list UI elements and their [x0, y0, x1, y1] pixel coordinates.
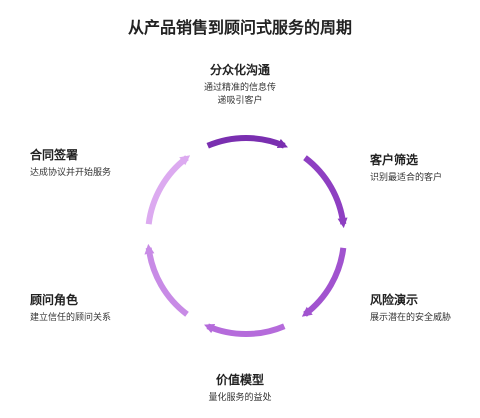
step-5-desc: 建立信任的顾问关系 — [30, 312, 150, 325]
step-3-label: 风险演示 — [370, 293, 419, 307]
step-3: 风险演示 展示潜在的安全威胁 — [370, 292, 478, 325]
step-4: 价值模型 量化服务的益处 — [180, 372, 300, 405]
step-4-label: 价值模型 — [215, 373, 264, 387]
step-2: 客户筛选 识别最适合的客户 — [370, 152, 478, 185]
step-2-label: 客户筛选 — [370, 153, 419, 167]
step-5-desc-line-1: 建立信任的顾问关系 — [30, 313, 112, 323]
step-6-desc: 达成协议并开始服务 — [30, 167, 150, 180]
step-5: 顾问角色 建立信任的顾问关系 — [30, 292, 150, 325]
step-1-desc: 通过精准的信息传 递吸引客户 — [180, 82, 300, 108]
step-2-desc-line-1: 识别最适合的客户 — [370, 173, 443, 183]
step-1: 分众化沟通 通过精准的信息传 递吸引客户 — [180, 62, 300, 108]
step-1-desc-line-2: 递吸引客户 — [217, 96, 263, 106]
step-6-desc-line-1: 达成协议并开始服务 — [30, 168, 112, 178]
diagram-title: 从产品销售到顾问式服务的周期 — [127, 18, 352, 37]
step-3-desc: 展示潜在的安全威胁 — [370, 312, 478, 325]
step-5-label: 顾问角色 — [30, 293, 79, 307]
step-1-label: 分众化沟通 — [209, 63, 270, 77]
step-4-desc: 量化服务的益处 — [180, 392, 300, 405]
cycle-arrow-5 — [144, 243, 189, 317]
step-2-desc: 识别最适合的客户 — [370, 172, 478, 185]
cycle-arrow-2 — [303, 155, 348, 229]
cycle-arrow-1 — [206, 135, 288, 149]
step-4-desc-line-1: 量化服务的益处 — [208, 393, 272, 403]
step-1-desc-line-1: 通过精准的信息传 — [203, 83, 276, 93]
step-6: 合同签署 达成协议并开始服务 — [30, 147, 150, 180]
step-3-desc-line-1: 展示潜在的安全威胁 — [370, 313, 452, 323]
cycle-arrow-4 — [204, 323, 286, 337]
step-6-label: 合同签署 — [30, 148, 79, 162]
cycle-arrow-6 — [145, 155, 191, 225]
cycle-arrow-3 — [301, 247, 347, 317]
